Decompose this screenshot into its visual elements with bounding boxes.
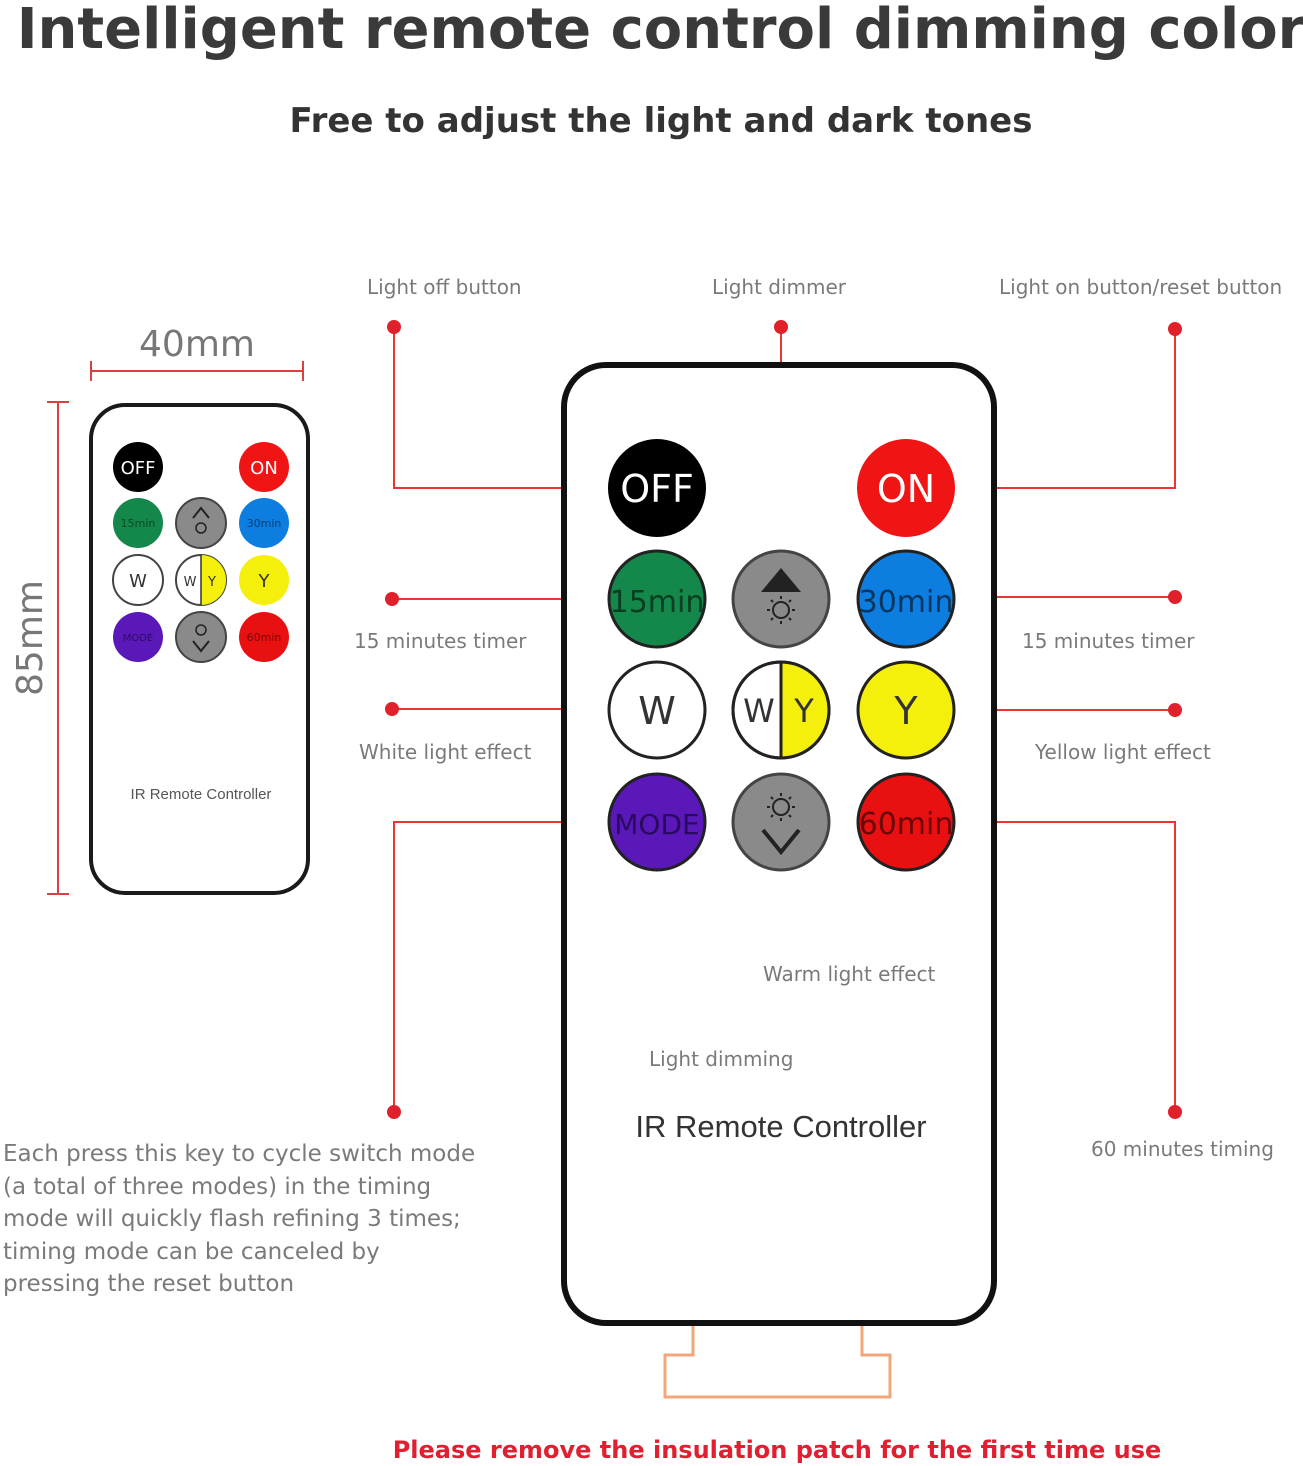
small-warm-yellow-half (201, 555, 226, 605)
insulation-tab (663, 1325, 892, 1399)
callout-white-effect: White light effect (359, 740, 532, 764)
mode-description-line: Each press this key to cycle switch mode (3, 1141, 475, 1167)
small-on-label: ON (250, 458, 278, 479)
arrow-down-icon (761, 828, 801, 856)
small-on-button (239, 442, 289, 492)
on-button (857, 439, 955, 537)
small-warm-w-label: W (184, 575, 197, 590)
sun-icon-2 (767, 793, 795, 821)
small-yellow-button (239, 555, 289, 605)
timer-15min-button (607, 549, 707, 649)
height-dimension-label: 85mm (10, 580, 51, 696)
small-white-button (112, 554, 164, 606)
small-yellow-label: Y (258, 571, 271, 592)
small-sun-icon (195, 522, 207, 534)
callout-warm-effect: Warm light effect (763, 962, 936, 986)
callout-light-dimmer: Light dimmer (712, 275, 847, 299)
small-off-label: OFF (121, 458, 156, 479)
callout-light-off: Light off button (367, 275, 522, 299)
small-dimmer-down-button (175, 611, 227, 663)
small-sun-icon-2 (195, 624, 207, 636)
warm-light-y-label: Y (793, 692, 814, 730)
timer-30min-button (856, 549, 956, 649)
small-15min-button (113, 498, 163, 548)
mode-button (607, 772, 707, 872)
mode-description-line: (a total of three modes) in the timing (3, 1174, 431, 1200)
on-button-label: ON (877, 467, 935, 511)
small-30min-label: 30min (247, 517, 282, 530)
small-arrow-down-icon (192, 640, 210, 653)
timer-15min-label: 15min (610, 585, 705, 620)
dimmer-down-button (731, 772, 831, 872)
timer-30min-label: 30min (859, 585, 954, 620)
arrow-up-icon (761, 568, 801, 592)
callout-timer-right: 15 minutes timer (1022, 629, 1195, 653)
small-white-label: W (129, 571, 147, 592)
small-warm-y-label: Y (207, 575, 216, 590)
warm-light-w-label: W (743, 692, 775, 730)
white-light-label: W (638, 689, 676, 733)
small-off-button (113, 442, 163, 492)
mode-button-label: MODE (614, 808, 699, 841)
yellow-light-label: Y (893, 689, 918, 733)
small-15min-label: 15min (121, 517, 156, 530)
small-60min-label: 60min (247, 631, 282, 644)
yellow-light-button (856, 660, 956, 760)
off-button-label: OFF (620, 467, 694, 511)
width-dimension-label: 40mm (139, 324, 255, 365)
mode-description-line: pressing the reset button (3, 1271, 294, 1297)
mode-description-line: mode will quickly flash refining 3 times… (3, 1206, 461, 1232)
small-60min-button (239, 612, 289, 662)
callout-60min-timing: 60 minutes timing (1091, 1137, 1274, 1161)
large-remote-group: OFF ON 15min 30min W W Y Y (561, 362, 997, 1399)
timer-60min-label: 60min (859, 807, 954, 842)
small-remote-brand: IR Remote Controller (131, 786, 272, 803)
sun-icon (767, 596, 795, 624)
mode-description-line: timing mode can be canceled by (3, 1239, 380, 1265)
page-subtitle: Free to adjust the light and dark tones (290, 101, 1033, 141)
warm-light-yellow-half (781, 663, 828, 757)
footer-note: Please remove the insulation patch for t… (393, 1436, 1162, 1464)
callout-timer-left: 15 minutes timer (354, 629, 527, 653)
callout-light-on: Light on button/reset button (999, 275, 1282, 299)
remote-brand-label: IR Remote Controller (635, 1109, 926, 1144)
callout-dimming: Light dimming (649, 1047, 793, 1071)
small-mode-button (113, 612, 163, 662)
small-arrow-up-icon (192, 506, 210, 519)
off-button (608, 439, 706, 537)
timer-60min-button (856, 772, 956, 872)
small-mode-label: MODE (123, 633, 154, 644)
small-30min-button (239, 498, 289, 548)
page-title: Intelligent remote control dimming color (17, 0, 1303, 62)
callout-yellow-effect: Yellow light effect (1034, 740, 1211, 764)
mode-description: Each press this key to cycle switch mode… (3, 1141, 475, 1297)
small-remote-group: 40mm 85mm OFF ON 15min 30min W W Y Y MOD… (10, 324, 310, 895)
white-light-button (607, 660, 707, 760)
